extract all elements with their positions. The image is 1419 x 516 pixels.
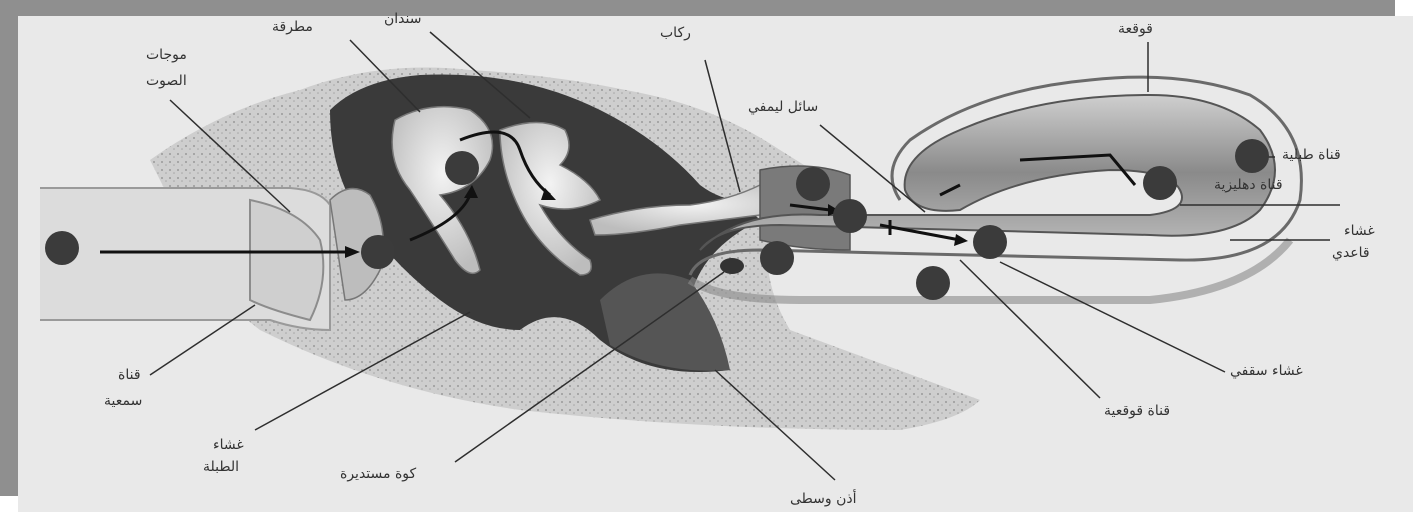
label-vestibular-canal: قناة دهليزية [1214,176,1283,194]
label-ear-canal-2: سمعية [104,392,142,410]
label-middle-ear: أذن وسطى [790,490,857,508]
label-ear-canal-1: قناة [118,366,141,384]
label-anvil: سندان [384,10,421,28]
label-cochlea: قوقعة [1118,20,1153,38]
label-round-window: كوة مستديرة [340,465,416,483]
dot-hammer [445,151,479,185]
label-sound-waves-1: موجات [146,46,187,64]
dot-semicircular [1235,139,1269,173]
label-tectorial-membrane: غشاء سقفي [1230,362,1303,380]
label-eardrum-1: غشاء [213,436,244,454]
label-lymph-fluid: سائل ليمفي [748,98,818,116]
dot-vestibular [833,199,867,233]
dot-input [45,231,79,265]
dot-round-window [760,241,794,275]
label-basilar-membrane-2: قاعدي [1332,244,1370,262]
label-stirrup: ركاب [660,24,691,42]
dot-helicotrema [1143,166,1177,200]
label-eardrum-2: الطبلة [203,458,239,476]
label-semicircular-canal: قناة طبلية [1282,146,1341,164]
label-sound-waves-2: الصوت [146,72,187,90]
dot-eardrum [361,235,395,269]
label-basilar-membrane-1: غشاء [1344,222,1375,240]
dot-oval-window [796,167,830,201]
label-hammer: مطرقة [272,18,313,36]
dot-tympanic [916,266,950,300]
dot-duct [973,225,1007,259]
label-cochlear-duct: قناة قوقعية [1104,402,1170,420]
